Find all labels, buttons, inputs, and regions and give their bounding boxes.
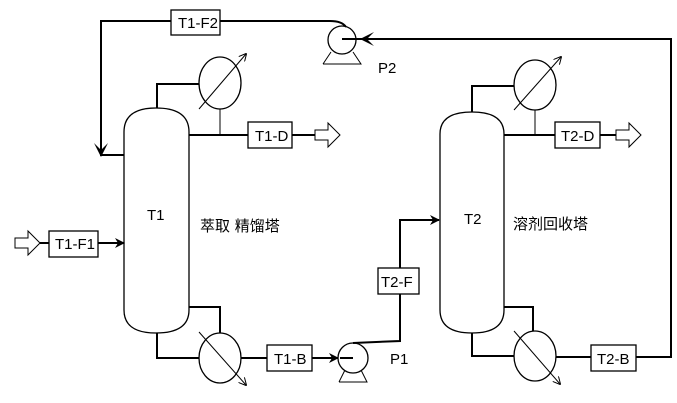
t1-reboiler-return-line xyxy=(189,306,221,333)
pump-p1-label: P1 xyxy=(390,351,408,368)
stream-t2-d-label: T2-D xyxy=(561,128,595,145)
t2-bottoms-line xyxy=(471,333,515,357)
pump-p2-base xyxy=(322,51,362,65)
t1-f2-down-arrow-icon xyxy=(94,143,108,157)
column-t2-description: 溶剂回收塔 xyxy=(513,215,588,233)
stream-t1-b-box[interactable] xyxy=(266,344,313,372)
t1-f1-feed-arrow-icon xyxy=(14,229,41,257)
stream-t1-f1-label: T1-F1 xyxy=(55,236,95,253)
column-t1-description: 萃取 精馏塔 xyxy=(200,217,280,235)
pump-p2-label: P2 xyxy=(378,60,396,77)
stream-t1-d-box[interactable] xyxy=(247,121,293,149)
stream-t2-b-box[interactable] xyxy=(590,344,637,372)
stream-t2-f-box[interactable] xyxy=(377,267,420,295)
pump-p2-outlet xyxy=(329,20,347,28)
column-t2[interactable] xyxy=(439,111,505,334)
stream-t2-f-label: T2-F xyxy=(381,274,413,291)
column-t1[interactable] xyxy=(123,107,190,334)
t2-b-recycle-line xyxy=(356,38,672,358)
t1-d-product-arrow-icon xyxy=(314,121,341,149)
column-t2-label: T2 xyxy=(464,211,482,228)
t2-reboiler-return-line xyxy=(504,306,534,333)
t1-overhead-line xyxy=(156,83,200,108)
stream-t1-f2-box[interactable] xyxy=(170,9,221,36)
t2-condenser-arrow-icon xyxy=(513,57,561,111)
t1-reboiler[interactable] xyxy=(198,332,242,384)
t2-reboiler-arrow-icon xyxy=(513,330,560,384)
t1-condenser-arrow-icon xyxy=(198,54,246,110)
stream-t1-b-label: T1-B xyxy=(274,351,307,368)
column-t1-label: T1 xyxy=(147,207,165,224)
t2-overhead-line xyxy=(471,85,515,112)
t2-d-product-arrow-icon xyxy=(615,121,642,149)
pump-p1-base xyxy=(338,369,368,383)
recycle-arrow-icon xyxy=(360,32,374,46)
t1-bottoms-line xyxy=(156,333,200,359)
t1-reboiler-arrow-icon xyxy=(198,331,246,385)
stream-t1-d-label: T1-D xyxy=(255,128,289,145)
stream-t1-f2-label: T1-F2 xyxy=(178,15,218,32)
stream-t2-b-label: T2-B xyxy=(597,351,630,368)
